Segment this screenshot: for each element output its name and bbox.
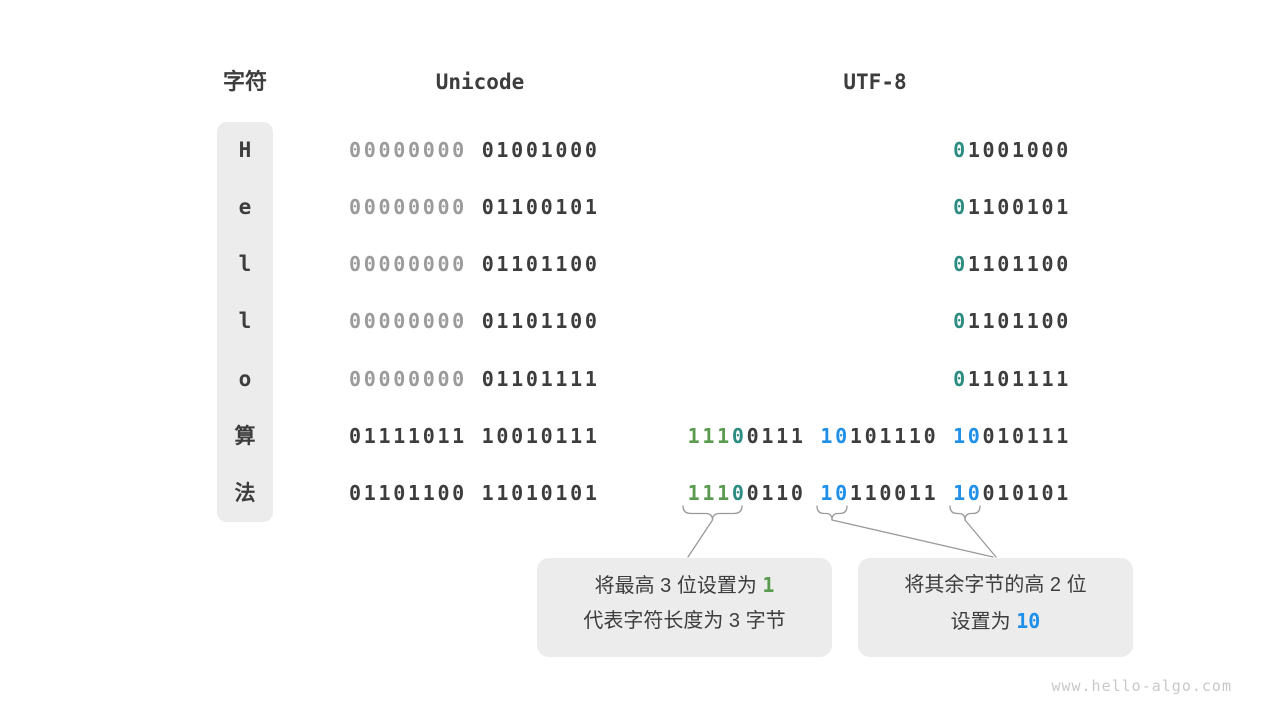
column-header-unicode: Unicode [435,70,525,94]
char-cell: 算 [234,423,256,448]
bit-segment [467,367,482,391]
character-column-background [217,122,273,522]
callout-line: 代表字符长度为 3 字节 [537,603,832,639]
callout-high-bits: 将最高 3 位设置为 1 代表字符长度为 3 字节 [537,558,832,657]
connector-line-high-bits [687,519,714,558]
bit-segment [467,138,482,162]
bit-segment: 110011 [849,480,939,505]
bit-segment [938,481,953,505]
unicode-cell: 00000000 01101100 [349,293,600,350]
bit-segment: 0 [953,138,968,162]
char-cell: 法 [234,480,256,505]
bit-segment: 1101111 [967,366,1071,391]
bit-segment: 00000000 [349,309,467,334]
bit-segment: 111 [687,480,732,505]
utf8-cell: 01100101 [953,179,1071,236]
char-cell: H [238,138,252,162]
bit-segment: 01111011 10010111 [349,423,600,448]
watermark: www.hello-algo.com [1051,677,1232,695]
char-cell: e [238,195,252,220]
bit-segment: 00000000 [349,138,467,162]
bit-segment: 0111 [746,423,806,448]
callout-line: 将其余字节的高 2 位 [858,567,1133,603]
bit-segment [938,424,953,448]
bit-segment: 101110 [849,423,939,448]
callout-line: 将最高 3 位设置为 1 [537,567,832,603]
bit-segment: 01101100 [481,309,600,334]
utf8-cell: 01101111 [953,351,1071,408]
char-cell: o [238,366,252,391]
bit-segment [467,195,482,219]
callout-text-segment: 1 [762,573,775,597]
bit-segment: 1101100 [967,309,1071,334]
column-header-utf8: UTF-8 [843,70,907,94]
callout-continuation-bits: 将其余字节的高 2 位设置为 10 [858,558,1133,657]
bit-segment: 111 [687,423,732,448]
callout-line: 设置为 10 [858,603,1133,639]
bit-segment: 0110 [746,480,806,505]
utf8-cell: 01101100 [953,293,1071,350]
connector-line-byte2 [831,519,994,558]
bit-segment: 010101 [982,480,1071,505]
bit-segment: 0 [953,366,968,391]
bit-segment: 0 [953,195,968,220]
bit-segment: 01001000 [481,138,600,162]
bit-segment: 00000000 [349,366,467,391]
bit-segment [467,252,482,276]
char-cell: l [238,252,252,277]
bit-segment: 01101111 [481,366,600,391]
bit-segment: 0 [953,309,968,334]
connector-line-byte3 [964,519,997,558]
bit-segment: 00000000 [349,195,467,220]
unicode-cell: 00000000 01100101 [349,179,600,236]
bit-segment: 00000000 [349,252,467,277]
bit-segment: 10 [820,423,850,448]
unicode-cell: 00000000 01101111 [349,351,600,408]
utf8-cell: 01101100 [953,236,1071,293]
unicode-cell: 00000000 01101100 [349,236,600,293]
bit-segment [467,309,482,333]
unicode-cell: 01111011 10010111 [349,408,600,465]
column-header-char: 字符 [222,69,267,94]
callout-text-segment: 10 [1016,609,1041,633]
bit-segment: 0 [731,480,747,505]
char-cell: l [238,309,252,334]
bit-segment: 1100101 [967,195,1071,220]
unicode-cell: 00000000 01001000 [349,122,600,179]
bit-segment: 01101100 11010101 [349,480,600,505]
utf8-cell: 01001000 [953,122,1071,179]
bit-segment: 01100101 [481,195,600,220]
bit-segment: 0 [953,252,968,277]
bit-segment: 10 [953,423,983,448]
bit-segment: 1101100 [967,252,1071,277]
callout-text-segment: 代表字符长度为 3 字节 [583,610,786,632]
bit-segment: 01101100 [481,252,600,277]
bit-segment: 10 [953,480,983,505]
bit-segment: 010111 [982,423,1071,448]
bit-segment [806,424,821,448]
callout-text-segment: 将其余字节的高 2 位 [904,574,1087,596]
bit-segment: 0 [731,423,747,448]
unicode-cell: 01101100 11010101 [349,465,600,522]
callout-text-segment: 将最高 3 位设置为 [594,575,763,597]
bit-segment: 10 [820,480,850,505]
utf8-cell: 11100110 10110011 10010101 [688,465,1071,522]
bit-segment: 1001000 [967,138,1071,162]
utf8-cell: 11100111 10101110 10010111 [688,408,1071,465]
bit-segment [806,481,821,505]
callout-text-segment: 设置为 [950,611,1017,633]
